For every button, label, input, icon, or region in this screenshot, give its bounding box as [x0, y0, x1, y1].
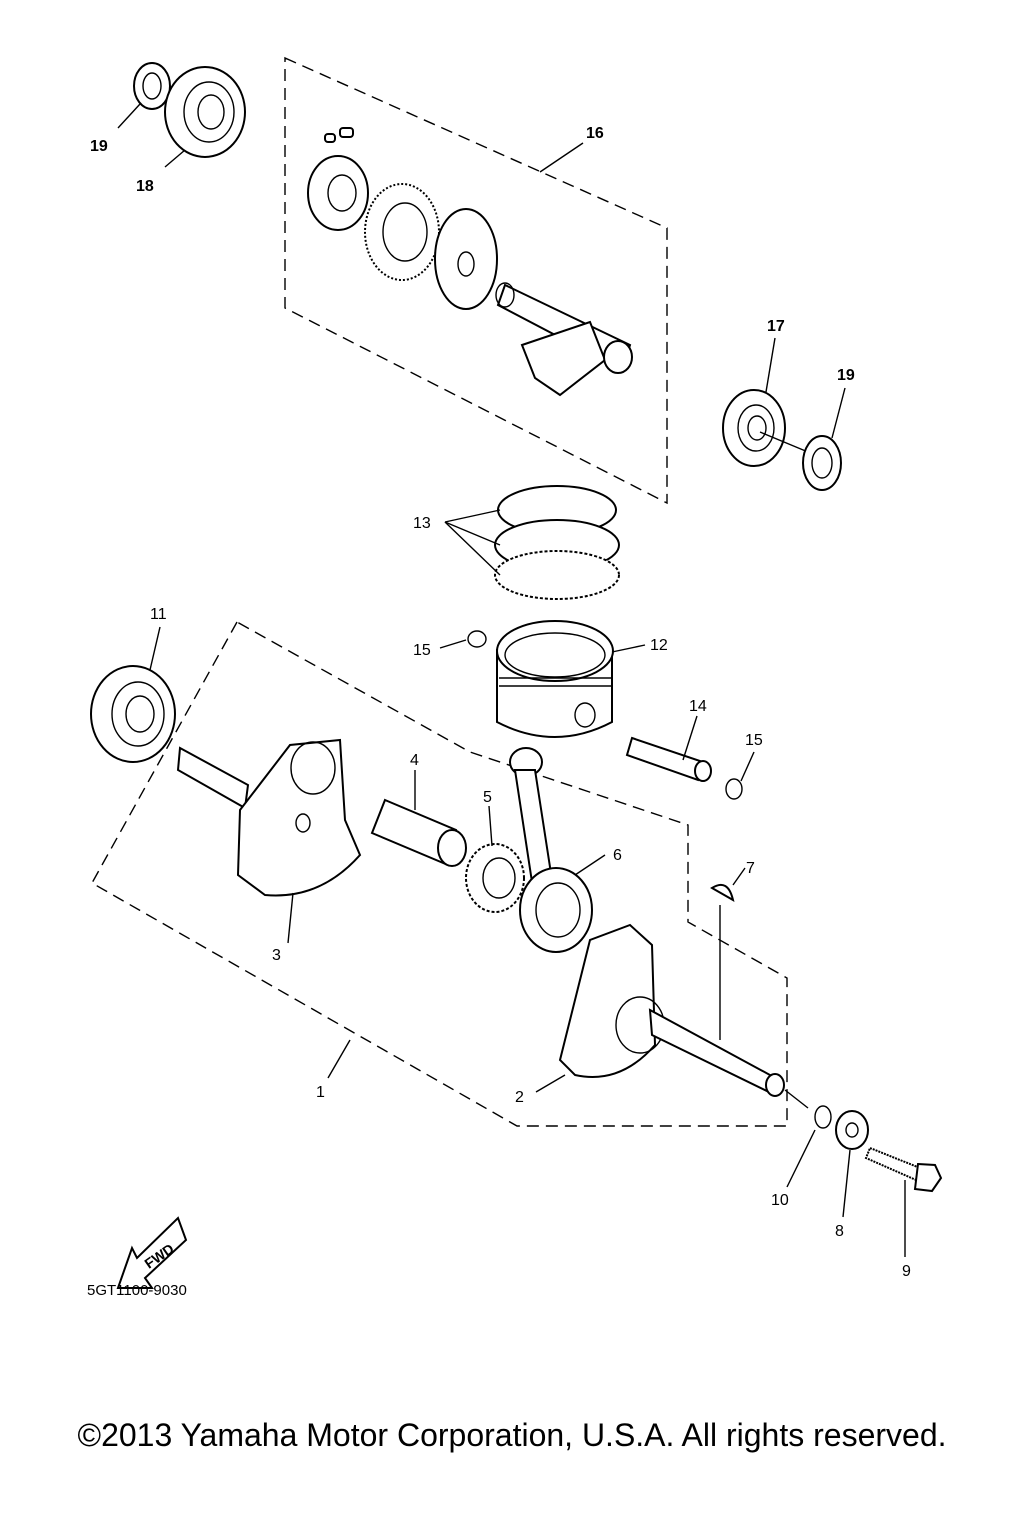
crank-right-2: [558, 923, 785, 1097]
callout-19-right: 19: [837, 367, 855, 384]
balancer-gear: [364, 183, 440, 281]
piston-12: [496, 620, 614, 738]
callout-7: 7: [746, 860, 755, 877]
callout-15-right: 15: [745, 732, 763, 749]
callout-2: 2: [515, 1089, 524, 1106]
circlip-15-right: [725, 778, 743, 800]
callout-13: 13: [413, 515, 431, 532]
bearing-17: [722, 389, 786, 467]
balancer-washer: [434, 208, 498, 310]
piston-pin-14: [625, 736, 712, 782]
oil-seal-19-right: [802, 435, 842, 491]
crankshaft-group-box: [91, 621, 788, 1127]
callout-18: 18: [136, 178, 154, 195]
washer-8: [835, 1110, 869, 1150]
woodruff-key-7: [710, 884, 735, 902]
callout-11: 11: [150, 606, 167, 623]
callout-12: 12: [650, 637, 668, 654]
circlip-15-left: [467, 630, 487, 648]
callout-6: 6: [613, 847, 622, 864]
connecting-rod-6: [509, 747, 593, 953]
balancer-collar: [307, 155, 369, 231]
callout-1: 1: [316, 1084, 325, 1101]
fwd-arrow-icon: FWD: [116, 1216, 188, 1289]
callout-4: 4: [410, 752, 419, 769]
balancer-pins: [324, 127, 354, 143]
balancer-shaft: [495, 282, 633, 397]
callout-17: 17: [767, 318, 785, 335]
callout-5: 5: [483, 789, 492, 806]
callout-15-left: 15: [413, 642, 431, 659]
crank-pin-4: [370, 798, 467, 867]
copyright-notice: ©2013 Yamaha Motor Corporation, U.S.A. A…: [77, 1417, 947, 1453]
piston-rings-13: [494, 485, 620, 600]
bearing-18: [164, 66, 246, 158]
callout-9: 9: [902, 1263, 911, 1280]
part-code: 5GT1100-9030: [87, 1282, 187, 1299]
o-ring-10: [814, 1105, 832, 1129]
callout-10: 10: [771, 1192, 789, 1209]
balancer-group-box: [284, 56, 668, 505]
callout-19-top: 19: [90, 138, 108, 155]
needle-bearing-5: [465, 843, 525, 913]
callout-8: 8: [835, 1223, 844, 1240]
oil-seal-19-top: [133, 62, 171, 110]
callout-3: 3: [272, 947, 281, 964]
bolt-9: [864, 1146, 943, 1193]
bearing-11: [90, 665, 176, 763]
leader-lines: [117, 103, 906, 1257]
callout-14: 14: [689, 698, 707, 715]
callout-16: 16: [586, 125, 604, 142]
crank-left-3: [176, 738, 362, 897]
